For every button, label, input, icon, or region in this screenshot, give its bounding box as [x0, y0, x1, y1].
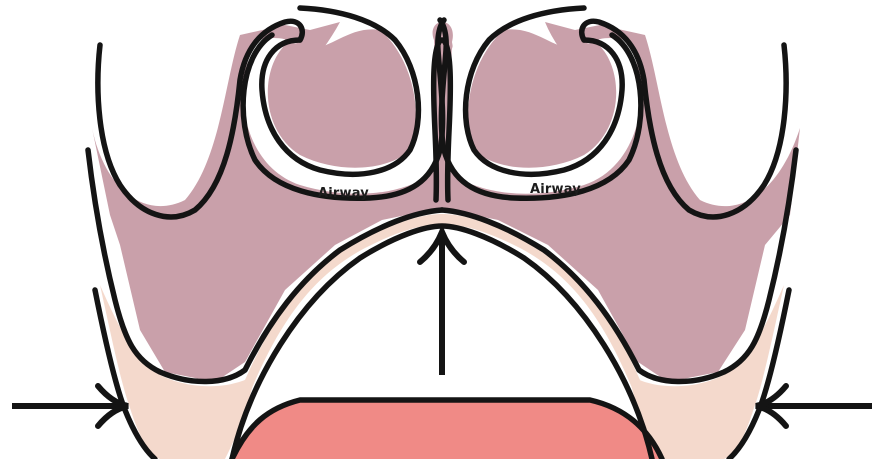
right-concha	[468, 29, 616, 167]
tongue	[232, 402, 660, 459]
airway-label-right: Airway	[530, 182, 581, 197]
right-arrow	[756, 386, 872, 426]
airway-label-left: Airway	[318, 186, 369, 201]
left-concha	[268, 29, 416, 167]
left-arrow	[12, 386, 128, 426]
